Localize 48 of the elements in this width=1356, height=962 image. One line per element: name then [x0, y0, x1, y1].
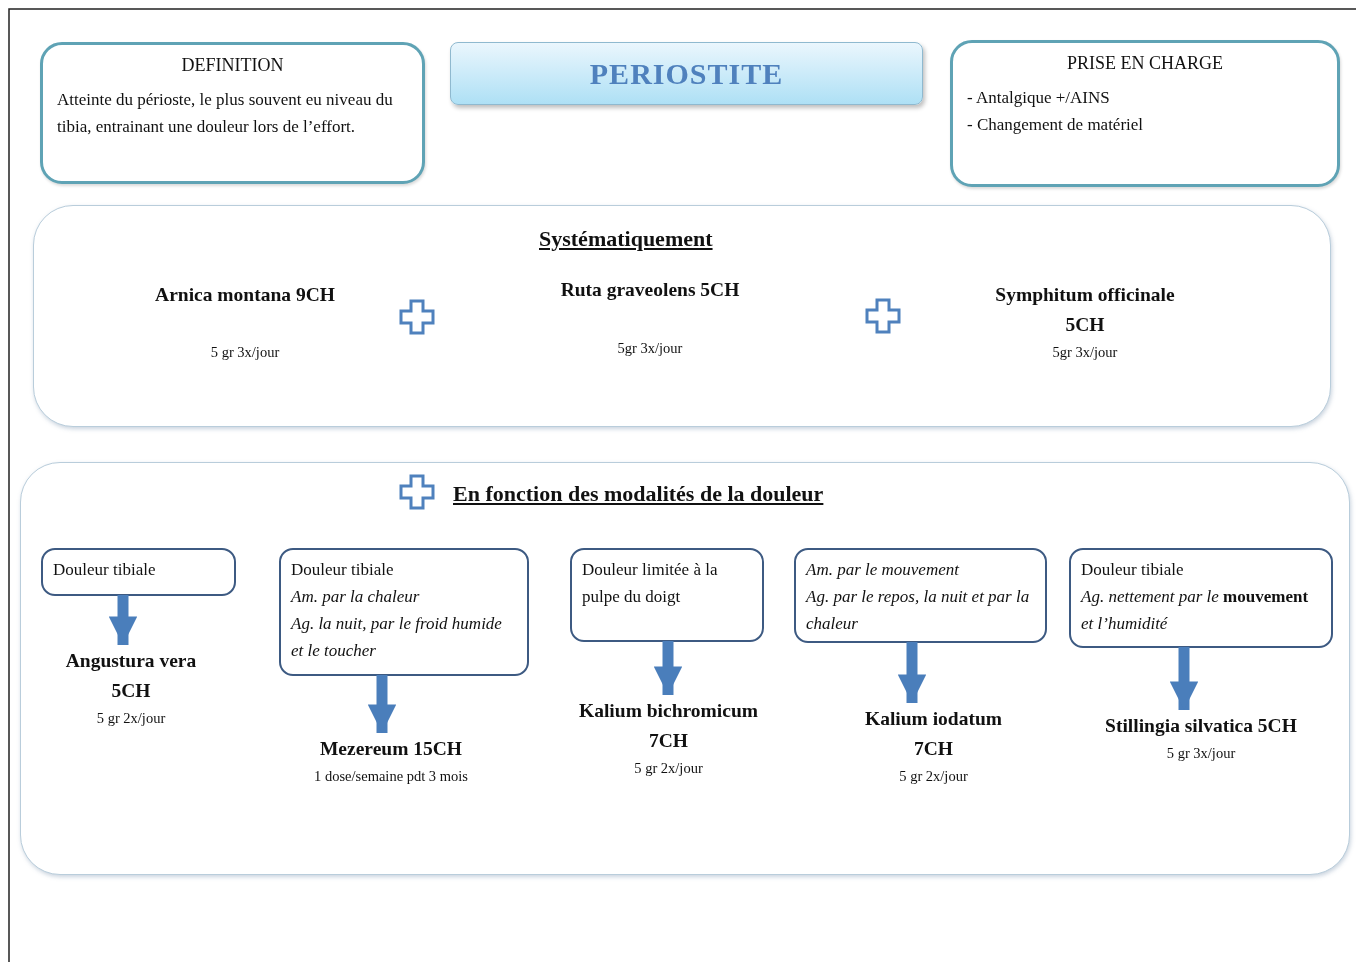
- condition-text: Am. par le mouvement: [806, 559, 961, 581]
- dosage-text: 1 dose/semaine pdt 3 mois: [313, 767, 469, 786]
- info-card: [950, 40, 1340, 187]
- remedy-name: Stillingia silvatica 5CH: [1104, 714, 1298, 738]
- down-arrow: [367, 675, 397, 733]
- dosage-text: 5gr 3x/jour: [1051, 343, 1119, 362]
- condition-box: [794, 548, 1047, 643]
- card-text: Atteinte du périoste, le plus souvent eu niveau du tibia, entrainant une douleur lors de l’effort.: [57, 89, 394, 138]
- dosage-text: 5 gr 3x/jour: [209, 343, 281, 362]
- section-heading: Systématiquement: [539, 226, 713, 252]
- down-arrow: [1169, 647, 1199, 710]
- condition-box: [1069, 548, 1333, 648]
- card-heading: PRISE EN CHARGE: [1066, 53, 1224, 74]
- condition-text: Ag. nettement par le mouvement et l’humidité: [1081, 586, 1310, 635]
- section-panel: [33, 205, 1331, 427]
- condition-box: [279, 548, 529, 676]
- card-text: - Changement de matériel: [967, 114, 1145, 136]
- condition-box: [570, 548, 764, 642]
- condition-box: [41, 548, 236, 596]
- card-heading: DEFINITION: [180, 55, 285, 76]
- condition-text: Douleur tibiale: [53, 559, 157, 581]
- remedy-name: Ruta graveolens 5CH: [559, 278, 741, 302]
- dosage-text: 5 gr 2x/jour: [95, 709, 167, 728]
- dosage-text: 5 gr 2x/jour: [898, 767, 969, 786]
- remedy-name: Kalium bichromicum 7CH: [578, 699, 759, 753]
- title-text: PERIOSTITE: [589, 56, 784, 91]
- section-panel: [20, 462, 1350, 875]
- condition-text: Douleur limitée à la pulpe du doigt: [582, 559, 719, 608]
- card-text: - Antalgique +/AINS: [967, 87, 1111, 109]
- title-banner: [450, 42, 923, 105]
- remedy-name: Angustura vera 5CH: [64, 649, 198, 703]
- remedy-name: Mezereum 15CH: [318, 737, 463, 761]
- condition-text: Ag. par le repos, la nuit et par la chaleur: [806, 586, 1031, 635]
- down-arrow: [897, 642, 927, 703]
- info-card: [40, 42, 425, 184]
- condition-text: Am. par la chaleur: [291, 586, 421, 608]
- remedy-name: Kalium iodatum 7CH: [863, 707, 1004, 761]
- dosage-text: 5 gr 2x/jour: [633, 759, 704, 778]
- remedy-name: Symphitum officinale 5CH: [994, 283, 1176, 337]
- down-arrow: [108, 595, 138, 645]
- condition-text: Douleur tibiale: [1081, 559, 1185, 581]
- dosage-text: 5 gr 3x/jour: [1165, 744, 1237, 763]
- down-arrow: [653, 641, 683, 695]
- dosage-text: 5gr 3x/jour: [616, 339, 684, 358]
- condition-text: Douleur tibiale: [291, 559, 395, 581]
- condition-text: Ag. la nuit, par le froid humide et le toucher: [291, 613, 503, 662]
- section-heading: En fonction des modalités de la douleur: [453, 481, 824, 507]
- remedy-name: Arnica montana 9CH: [154, 283, 336, 307]
